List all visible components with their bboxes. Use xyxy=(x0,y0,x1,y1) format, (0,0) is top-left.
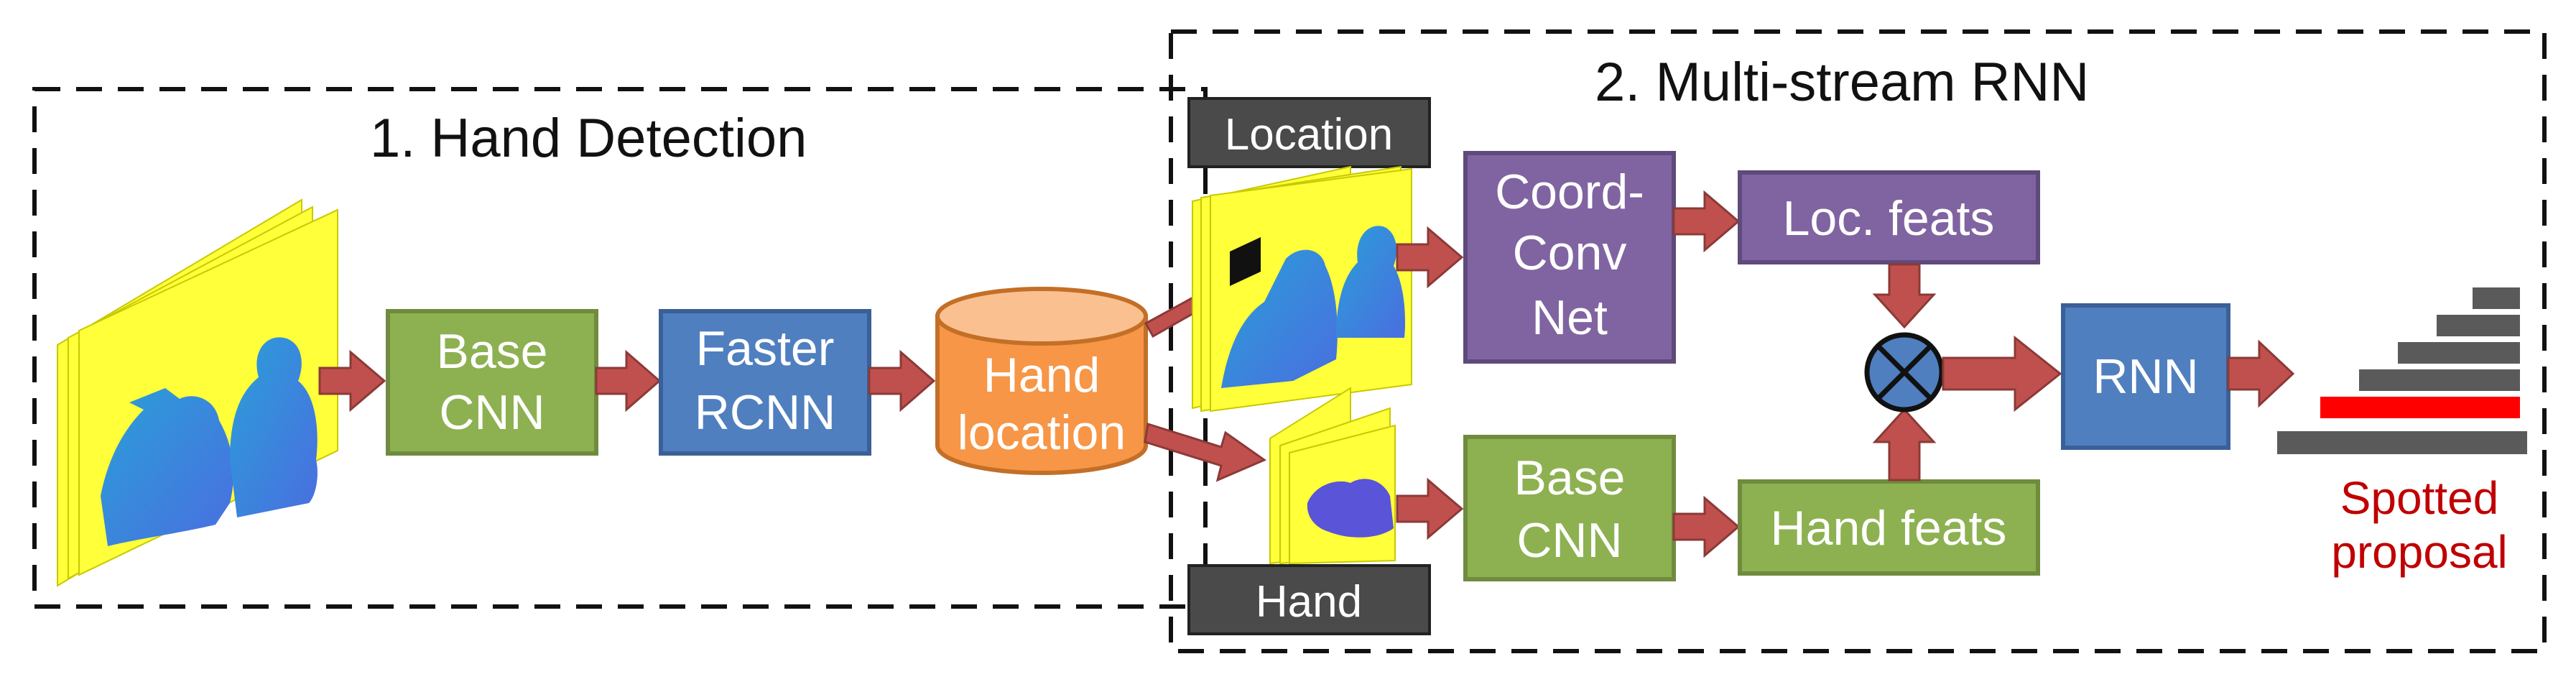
arrow-location-to-coordconv xyxy=(1396,226,1464,289)
arrow-coordconv-to-locfeats xyxy=(1672,190,1741,253)
multistream-rnn-section xyxy=(1169,29,2547,653)
base-cnn-label-line2: CNN xyxy=(439,385,545,440)
coordconv-net-block: Coord- Conv Net xyxy=(1463,151,1676,364)
base-cnn-label-line1: Base xyxy=(437,324,548,379)
rnn-label: RNN xyxy=(2093,349,2198,404)
hand-location-label-line1: Hand xyxy=(983,348,1101,402)
input-depth-frames xyxy=(57,198,338,587)
proposal-bar xyxy=(2359,369,2520,391)
proposal-bar xyxy=(2398,342,2520,364)
proposal-bar xyxy=(2437,315,2520,336)
arrow-hand-to-basecnn xyxy=(1396,477,1464,540)
coordconv-label-line3: Net xyxy=(1532,290,1608,345)
location-tag-label: Location xyxy=(1225,110,1393,160)
section-title-multistream-rnn: 2. Multi-stream RNN xyxy=(1595,52,2089,113)
arrow-handlocation-to-hand-stream xyxy=(1144,423,1267,482)
location-stream-frames xyxy=(1192,165,1412,413)
base-cnn-block: Base CNN xyxy=(386,309,598,456)
arrow-locfeats-to-fusion xyxy=(1872,263,1937,329)
hand-tag-label: Hand xyxy=(1256,577,1362,627)
base-cnn-hand-label-line2: CNN xyxy=(1516,513,1622,568)
base-cnn-hand-block: Base CNN xyxy=(1463,435,1676,581)
hand-location-database: Hand location xyxy=(935,287,1148,475)
hand-crop-frames xyxy=(1269,387,1396,565)
rnn-block: RNN xyxy=(2061,303,2230,450)
arrow-fasterrcnn-to-handlocation xyxy=(868,349,936,413)
loc-feats-label: Loc. feats xyxy=(1783,191,1995,246)
arrow-rnn-to-proposal xyxy=(2227,339,2295,408)
faster-rcnn-label-line2: RCNN xyxy=(695,385,835,440)
base-cnn-hand-label-line1: Base xyxy=(1514,451,1626,505)
proposal-bar-highlighted xyxy=(2320,397,2520,418)
hand-location-label-line2: location xyxy=(958,405,1126,460)
loc-feats-block: Loc. feats xyxy=(1738,170,2040,264)
faster-rcnn-label-line1: Faster xyxy=(696,321,835,376)
hand-location-marker xyxy=(1230,237,1261,286)
coordconv-label-line1: Coord- xyxy=(1495,165,1644,219)
proposal-bar xyxy=(2473,287,2520,309)
proposal-bars xyxy=(2277,287,2527,454)
arrow-basecnn-to-handfeats xyxy=(1672,495,1741,558)
spotted-proposal-label-line2: proposal xyxy=(2331,526,2508,578)
hand-tag: Hand xyxy=(1187,564,1431,635)
faster-rcnn-block: Faster RCNN xyxy=(659,309,871,456)
hand-feats-block: Hand feats xyxy=(1738,479,2040,576)
coordconv-label-line2: Conv xyxy=(1513,226,1627,280)
proposal-bar xyxy=(2277,431,2527,454)
section-title-hand-detection: 1. Hand Detection xyxy=(370,108,807,169)
arrow-basecnn-to-fasterrcnn xyxy=(595,349,662,413)
arrow-fusion-to-rnn xyxy=(1942,335,2062,413)
spotted-proposal-label-line1: Spotted xyxy=(2340,472,2499,524)
hand-feats-label: Hand feats xyxy=(1771,501,2007,556)
arrow-frames-to-basecnn xyxy=(318,349,386,413)
arrow-handfeats-to-fusion xyxy=(1872,407,1937,481)
circle-times-icon xyxy=(1864,332,1945,413)
location-tag: Location xyxy=(1187,97,1431,168)
